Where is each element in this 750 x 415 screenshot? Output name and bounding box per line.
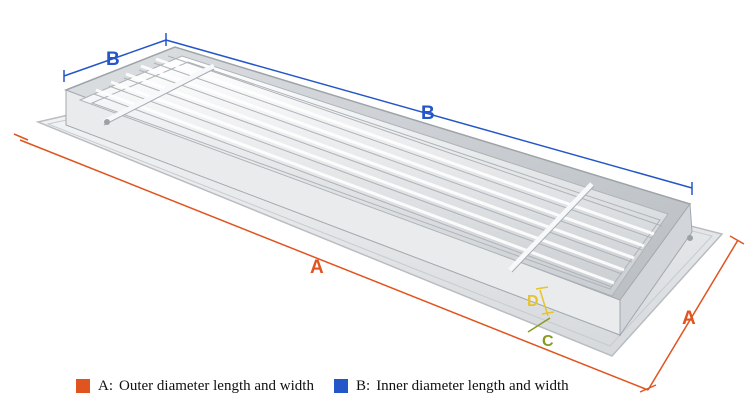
- dimension-a-width-line: [647, 239, 739, 391]
- cross-bar-left: [102, 63, 216, 125]
- legend-text-a: Outer diameter length and width: [119, 377, 314, 394]
- dimension-b-lines: [63, 33, 693, 195]
- screw-hole-left: [104, 119, 110, 125]
- dimension-d-line: [539, 289, 549, 317]
- legend-item-b: B: Inner diameter length and width: [334, 376, 569, 396]
- dimension-c-line: [527, 317, 551, 333]
- cross-bar-right: [508, 182, 594, 272]
- dimension-b-length-label: B: [421, 103, 435, 124]
- dimension-b-length-line: [165, 39, 693, 189]
- legend-item-a: A: Outer diameter length and width: [76, 376, 314, 396]
- legend-swatch-b: [334, 379, 348, 393]
- legend-text-b: Inner diameter length and width: [376, 377, 569, 394]
- dimension-cd-lines: [527, 286, 555, 333]
- screw-hole-right: [687, 235, 693, 241]
- dimension-b-width-label: B: [106, 49, 120, 70]
- legend-swatch-a: [76, 379, 90, 393]
- inner-body-side-wall: [619, 202, 693, 337]
- dimension-a-lines: [13, 133, 745, 393]
- screw-holes: [104, 119, 693, 241]
- blade-1: [78, 55, 669, 297]
- dimension-b-width-line: [63, 39, 167, 77]
- dimension-a-width-label: A: [682, 308, 696, 329]
- legend-letter-b: B:: [356, 377, 371, 394]
- cross-bars: [102, 63, 595, 273]
- dimension-c-label: C: [542, 333, 554, 350]
- legend-letter-a: A:: [98, 377, 113, 394]
- dimension-a-length-label: A: [310, 257, 324, 278]
- dimension-d-label: D: [527, 293, 539, 310]
- dimension-a-length-line: [19, 139, 649, 391]
